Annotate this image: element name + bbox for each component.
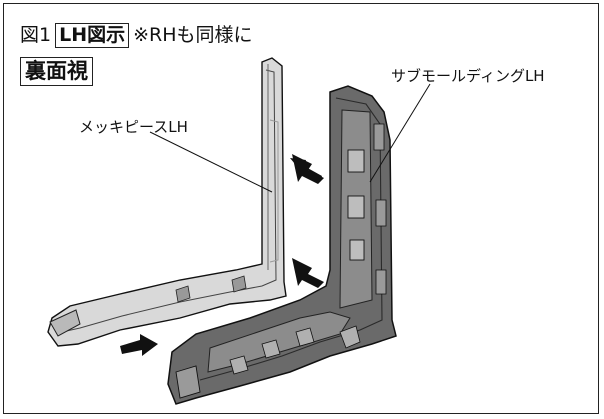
- plating-piece-label: メッキピースLH: [79, 118, 188, 136]
- plating-piece-part: [47, 57, 287, 347]
- sub-molding-label: サブモールディングLH: [391, 67, 545, 85]
- subview-label: 裏面視: [20, 57, 93, 86]
- sub-molding-part: [167, 85, 397, 405]
- figure-number: 図1: [20, 24, 52, 46]
- arrow-icon: [292, 258, 324, 288]
- arrow-icon: [290, 154, 324, 184]
- arrow-icon: [120, 334, 158, 356]
- view-tag: LH図示: [55, 23, 130, 48]
- plating-leader-line: [149, 131, 273, 193]
- figure-note: ※RHも同様に: [133, 24, 253, 46]
- molding-leader-line: [369, 83, 431, 183]
